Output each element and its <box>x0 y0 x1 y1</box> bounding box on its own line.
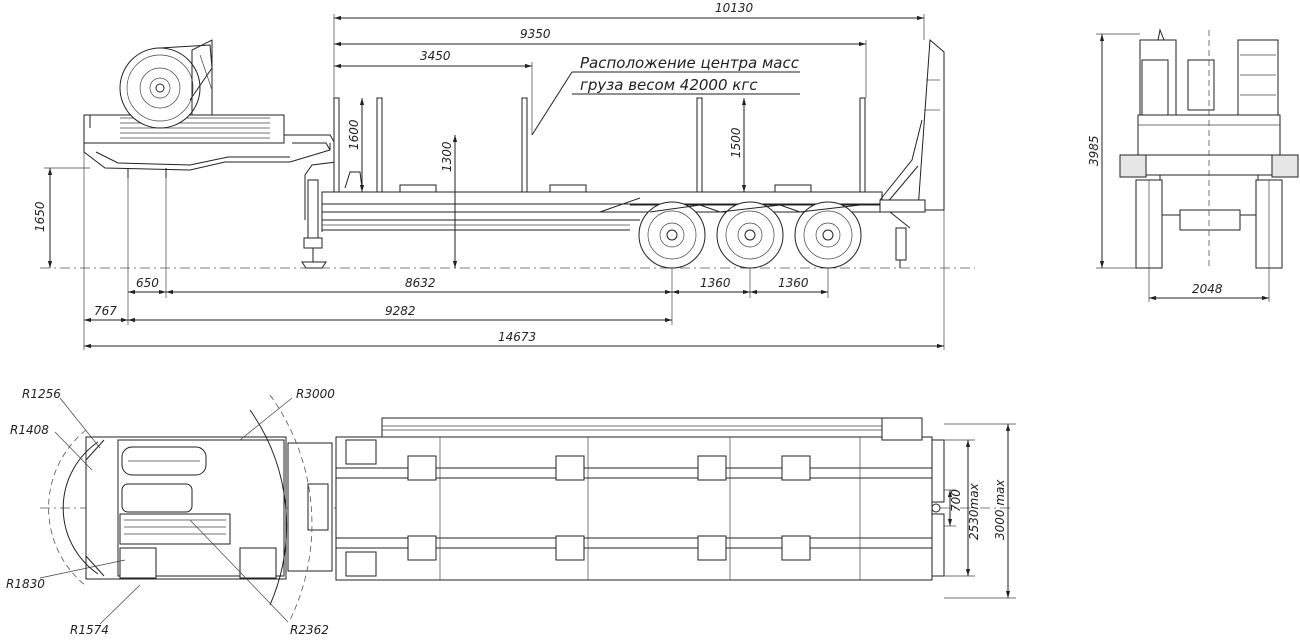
bottom-dimensions: 650 8632 1360 1360 767 9282 14673 <box>83 152 945 350</box>
radius-r1256: R1256 <box>22 387 61 401</box>
cg-note: Расположение центра масс груза весом 420… <box>531 54 800 136</box>
plan-platform <box>335 417 945 581</box>
cg-note-line1: Расположение центра масс <box>580 54 800 72</box>
dim-wheelbase: 9282 <box>385 304 416 318</box>
wheel-1 <box>638 201 706 269</box>
swing-radii: R1256 R1408 R1830 R1574 R3000 R2362 <box>6 387 335 637</box>
dim-overall-deck: 10130 <box>715 1 754 15</box>
radius-r1574: R1574 <box>70 623 109 637</box>
cg-note-line2: груза весом 42000 кгс <box>580 76 758 94</box>
axles <box>630 201 881 269</box>
dim-cg-offset: 3450 <box>420 49 451 63</box>
stakes <box>333 97 866 193</box>
landing-gear <box>301 179 327 269</box>
dim-rear-height: 3985 <box>1087 135 1101 166</box>
plan-gooseneck <box>85 436 333 580</box>
wheel-3 <box>794 201 862 269</box>
spare-wheel <box>119 47 201 129</box>
dim-platform: 9350 <box>520 27 551 41</box>
vertical-dimensions: 1600 1300 1500 1650 <box>33 98 747 268</box>
rear-ramp <box>879 38 945 268</box>
radius-r1830: R1830 <box>6 577 45 591</box>
radius-r3000: R3000 <box>296 387 335 401</box>
dim-axle-spacing-2: 1360 <box>778 276 809 290</box>
gooseneck <box>83 39 337 220</box>
dim-coupling-height: 1650 <box>33 201 47 232</box>
dim-stake-height: 1600 <box>347 119 361 150</box>
dim-axle-spacing-1: 1360 <box>700 276 731 290</box>
dim-ramp-width-max: 3000 max <box>993 479 1007 540</box>
radius-r2362: R2362 <box>290 623 329 637</box>
dim-kingpin-offset: 650 <box>136 276 159 290</box>
side-view: 10130 9350 3450 Расположение центра масс… <box>33 1 975 350</box>
plan-view: R1256 R1408 R1830 R1574 R3000 R2362 <box>6 387 1016 637</box>
main-deck <box>321 97 883 232</box>
bunk-brackets <box>345 439 811 577</box>
dim-track: 2048 <box>1192 282 1223 296</box>
dim-mid-height: 1300 <box>440 141 454 172</box>
dim-ramp-gap: 700 <box>949 489 963 512</box>
dim-kingpin-to-axle: 8632 <box>405 276 436 290</box>
radius-r1408: R1408 <box>10 423 49 437</box>
wheel-2 <box>716 201 784 269</box>
dim-front-overhang: 767 <box>94 304 117 318</box>
rear-body <box>1119 28 1299 270</box>
dim-rear-stake-height: 1500 <box>729 127 743 158</box>
rear-view: 3985 2048 <box>1087 28 1299 302</box>
plan-dimensions: 700 2530max 3000 max <box>944 423 1016 599</box>
dim-overall-length: 14673 <box>498 330 536 344</box>
top-dimensions: 10130 9350 3450 <box>333 1 925 135</box>
dim-width-max: 2530max <box>967 482 981 540</box>
